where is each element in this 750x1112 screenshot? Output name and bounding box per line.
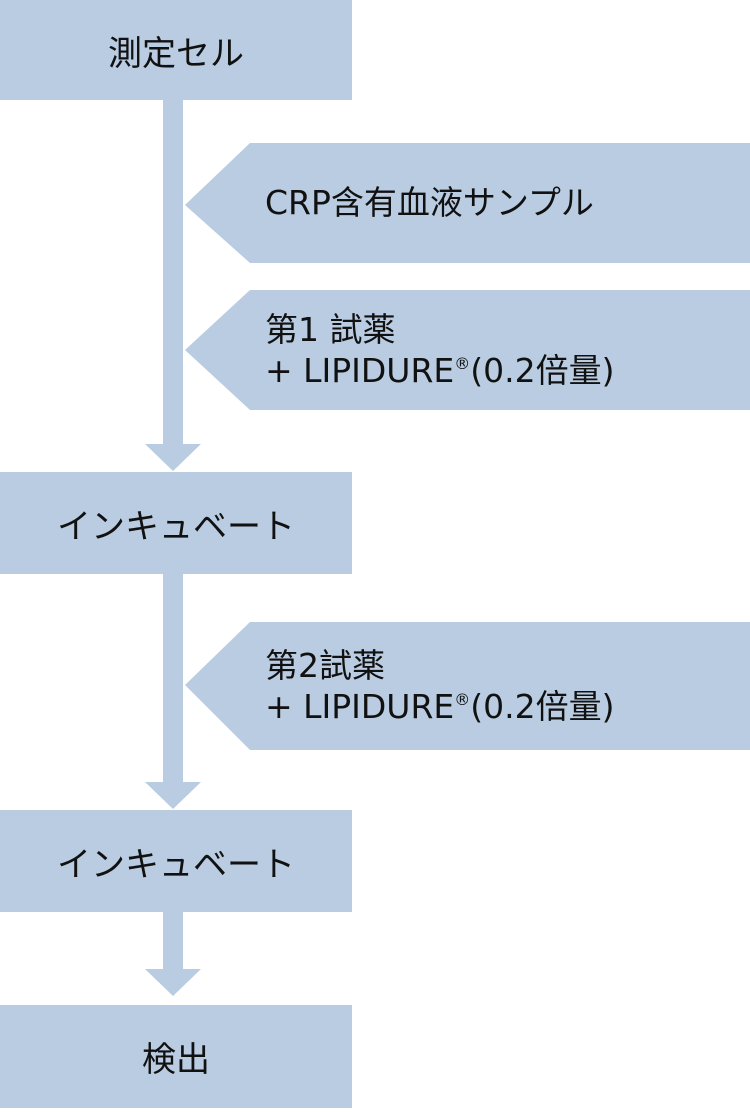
registered-mark: ® — [454, 690, 471, 709]
arrow-down-icon — [145, 444, 201, 471]
input-label: CRP含有血液サンプル — [265, 183, 594, 223]
flow-connector — [163, 100, 183, 445]
step-label: インキュベート — [57, 844, 295, 885]
step-measurement-cell: 測定セル — [0, 0, 352, 100]
input-crp-blood-sample: CRP含有血液サンプル — [185, 143, 750, 263]
input-additive: + LIPIDURE®(0.2倍量) — [265, 687, 615, 726]
step-label: インキュベート — [57, 506, 295, 547]
input-reagent-1: 第1 試薬 + LIPIDURE®(0.2倍量) — [185, 290, 750, 410]
flow-connector — [163, 574, 183, 784]
flow-connector — [163, 912, 183, 970]
input-label: 第2試薬 — [265, 645, 385, 685]
registered-mark: ® — [454, 354, 471, 373]
input-arrow-shape — [185, 143, 750, 263]
step-label: 検出 — [142, 1040, 210, 1080]
input-label: 第1 試薬 — [265, 309, 396, 349]
input-reagent-2: 第2試薬 + LIPIDURE®(0.2倍量) — [185, 622, 750, 750]
step-incubate-2: インキュベート — [0, 810, 352, 912]
arrow-down-icon — [145, 969, 201, 996]
step-detection: 検出 — [0, 1005, 352, 1108]
input-arrow-shape — [185, 622, 750, 750]
step-incubate-1: インキュベート — [0, 472, 352, 574]
arrow-down-icon — [145, 782, 201, 809]
step-label: 測定セル — [108, 33, 244, 74]
input-arrow-shape — [185, 290, 750, 410]
input-additive: + LIPIDURE®(0.2倍量) — [265, 351, 615, 390]
